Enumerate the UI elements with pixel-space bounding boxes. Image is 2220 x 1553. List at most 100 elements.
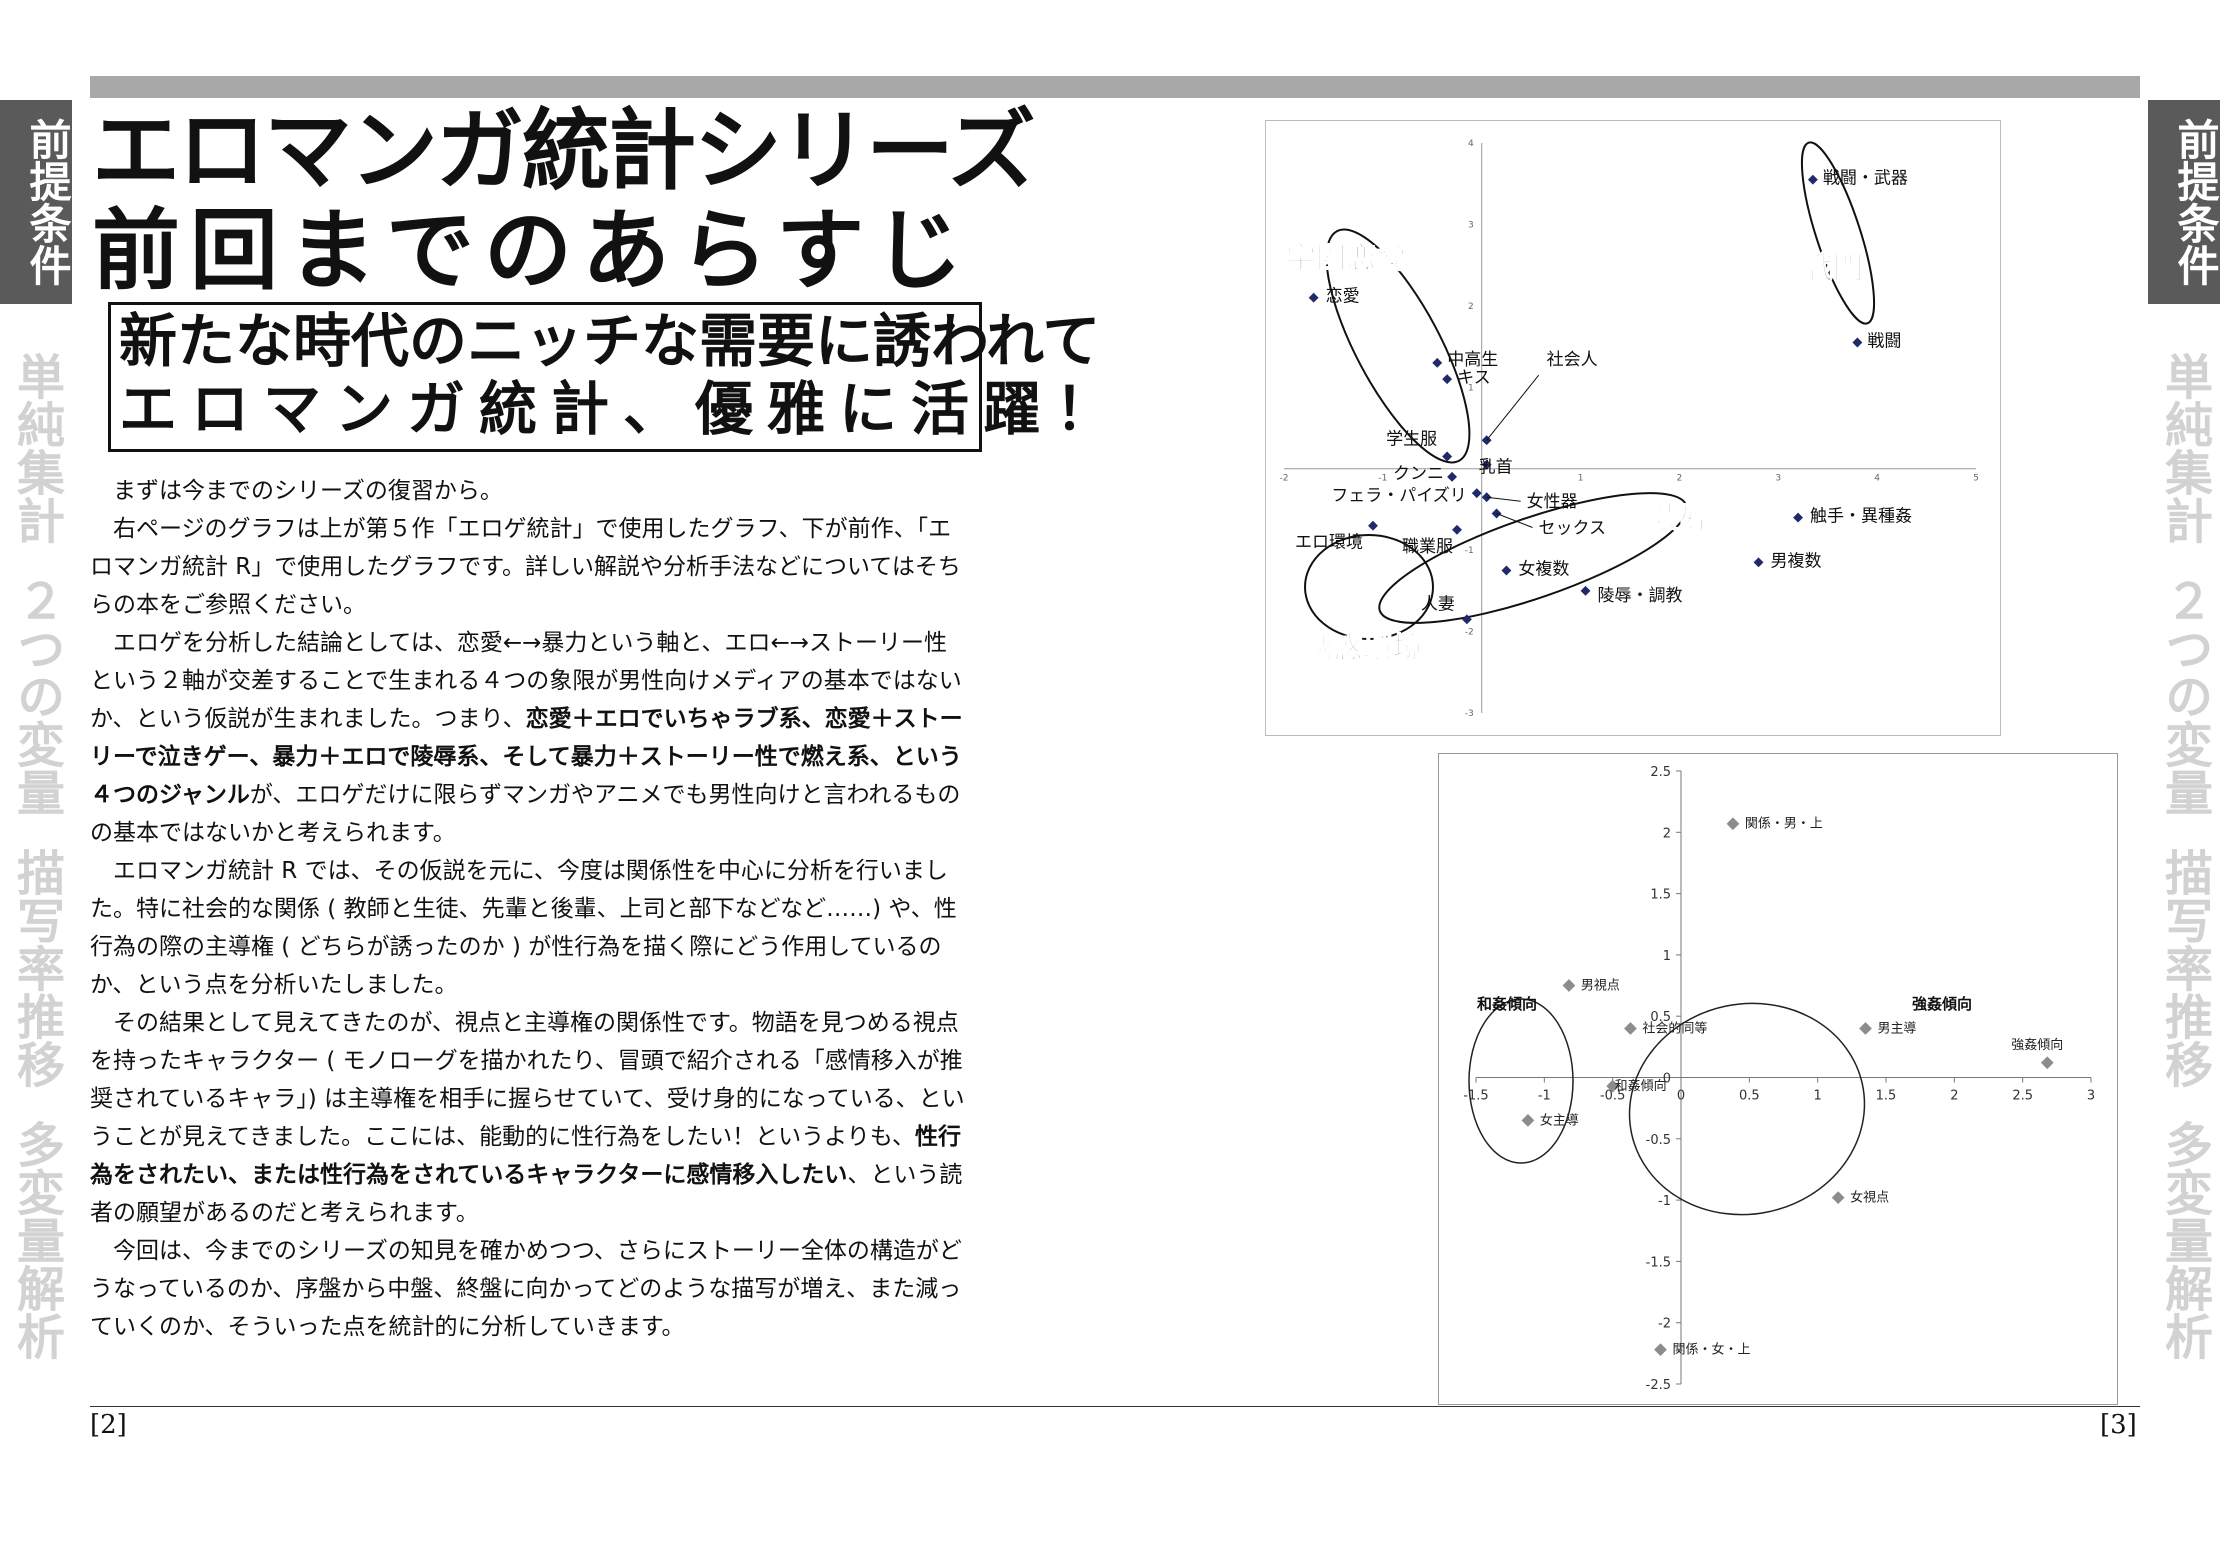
x-tick-label: -2 [1280,474,1289,484]
y-tick-label: 4 [1468,139,1474,149]
cluster-ellipse-wakan [1468,998,1574,1164]
side-tab-active[interactable]: 前提条件 [0,100,72,304]
x-tick-label: -1 [1378,474,1387,484]
side-nav-left: 前提条件 単純集計 ２つの変量 描写率推移 多変量解析 [0,100,72,1360]
point-label: 男視点 [1581,979,1620,994]
y-tick-label: -1.5 [1646,1255,1671,1270]
page-title-line2: 前回までのあらすじ [92,198,973,302]
point-label: 男複数 [1771,551,1822,571]
page-title-line1: エロマンガ統計シリーズ [92,98,1036,202]
side-tab-simple-tally-right[interactable]: 単純集計 [2156,352,2212,544]
cluster-label: 強姦傾向 [1912,995,1972,1013]
subtitle-line2: エロマンガ統計、優雅に活躍！ [119,375,1128,443]
data-point [1432,357,1443,368]
paragraph: まずは今までのシリーズの復習から。 [113,478,503,504]
article-body: まずは今までのシリーズの復習から。 右ページのグラフは上が第５作「エロゲ統計」で… [90,472,966,1346]
data-point [1753,557,1764,568]
x-tick-label: -1.5 [1463,1089,1488,1104]
data-point [2040,1056,2054,1070]
cluster-ellipse-ryojoku [1378,492,1688,624]
side-tab-description-trend-right[interactable]: 描写率推移 [2156,848,2212,1088]
y-tick-label: -2.5 [1646,1378,1671,1393]
y-tick-label: -1 [1465,546,1474,556]
data-point [1521,1114,1535,1127]
side-tab-two-variables-right[interactable]: ２つの変量 [2156,576,2212,816]
x-tick-label: 3 [1775,474,1781,484]
data-point [1368,520,1378,531]
y-tick-label: 2 [1468,302,1474,312]
leader-line [1486,374,1540,441]
data-point [1793,512,1804,523]
side-tab-simple-tally[interactable]: 単純集計 [8,352,64,544]
data-point [1831,1191,1845,1205]
data-point [1447,471,1458,482]
side-tab-multivariate-right[interactable]: 多変量解析 [2156,1120,2212,1360]
data-point [1807,174,1818,185]
data-point [1580,585,1591,596]
data-point [1624,1022,1637,1035]
x-tick-label: 5 [1973,474,1979,484]
paragraph: エロマンガ統計 R では、その仮説を元に、今度は関係性を中心に分析を行いました。… [90,858,957,998]
data-point [1859,1022,1872,1035]
point-label: 女主導 [1540,1112,1579,1128]
x-tick-label: 2.5 [2012,1089,2033,1104]
y-tick-label: 1 [1468,383,1474,393]
cluster-ellipse-yuwaku [1304,534,1434,640]
point-label: 乳首 [1479,458,1513,478]
y-tick-label: -3 [1465,709,1474,719]
y-tick-label: 0.5 [1650,1010,1671,1025]
x-tick-label: 1 [1814,1089,1822,1104]
point-label: 恋愛 [1326,286,1360,307]
side-tab-two-variables[interactable]: ２つの変量 [8,576,64,816]
data-point [1471,488,1482,499]
data-point [1654,1343,1667,1357]
y-tick-label: -0.5 [1646,1133,1671,1148]
footer-rule [90,1406,1120,1407]
cluster-ellipse-gakuen [1325,228,1471,464]
emphasis-text: 恋愛＋エロでいちゃラブ系、恋愛＋ストーリーで泣きゲー、暴力＋エロで陵辱系、そして… [90,706,963,808]
subtitle-line1: 新たな時代のニッチな需要に誘われて [119,307,1101,375]
page-number-right: [3] [2100,1410,2137,1440]
point-label: 人妻 [1421,594,1455,614]
side-tab-multivariate[interactable]: 多変量解析 [8,1120,64,1360]
cluster-label: 陵辱 [1650,501,1710,536]
point-label: 和姦傾向 [1615,1078,1667,1094]
footer-rule [1120,1406,2140,1407]
point-label: 社会的同等 [1642,1020,1707,1036]
x-tick-label: 3 [2087,1089,2095,1104]
point-label: 関係・女・上 [1673,1342,1751,1358]
data-point [1501,565,1512,576]
cluster-ellipse-goukan [1628,1002,1866,1216]
point-label: フェラ・パイズリ [1331,486,1467,506]
paragraph: 今回は、今までのシリーズの知見を確かめつつ、さらにストーリー全体の構造がどうなっ… [90,1238,962,1340]
leader-line [1486,496,1521,502]
x-tick-label: 4 [1874,474,1880,484]
point-label: クンニ [1393,464,1444,484]
cluster-label: 戦闘 [1803,251,1863,286]
subtitle-box: 新たな時代のニッチな需要に誘われて エロマンガ統計、優雅に活躍！ [108,302,1128,452]
y-tick-label: -2 [1465,628,1474,638]
paragraph: その結果として見えてきたのが、視点と主導権の関係性です。物語を見つめる視点を持っ… [90,1010,965,1226]
data-point [1491,508,1502,519]
cluster-label: 誘惑環境 [1303,631,1423,666]
x-tick-label: 2 [1950,1089,1958,1104]
x-tick-label: -0.5 [1600,1089,1625,1104]
point-label: 触手・異種姦 [1810,507,1912,527]
x-tick-label: 1.5 [1876,1089,1897,1104]
x-tick-label: 1 [1578,474,1584,484]
point-label: 女複数 [1518,560,1569,580]
data-point [1726,817,1740,831]
emphasis-text: 性行為をされたい、または性行為をされているキャラクターに感情移入したい [90,1124,962,1188]
y-tick-label: 1.5 [1650,888,1671,903]
point-label: セックス [1539,519,1607,539]
side-tab-active-right[interactable]: 前提条件 [2148,100,2220,304]
point-label: 戦闘・武器 [1823,169,1908,189]
side-tab-description-trend[interactable]: 描写率推移 [8,848,64,1088]
data-point [1562,979,1576,992]
header-bar [90,76,2140,98]
data-point [1852,337,1863,348]
point-label: 強姦傾向 [2011,1037,2063,1053]
